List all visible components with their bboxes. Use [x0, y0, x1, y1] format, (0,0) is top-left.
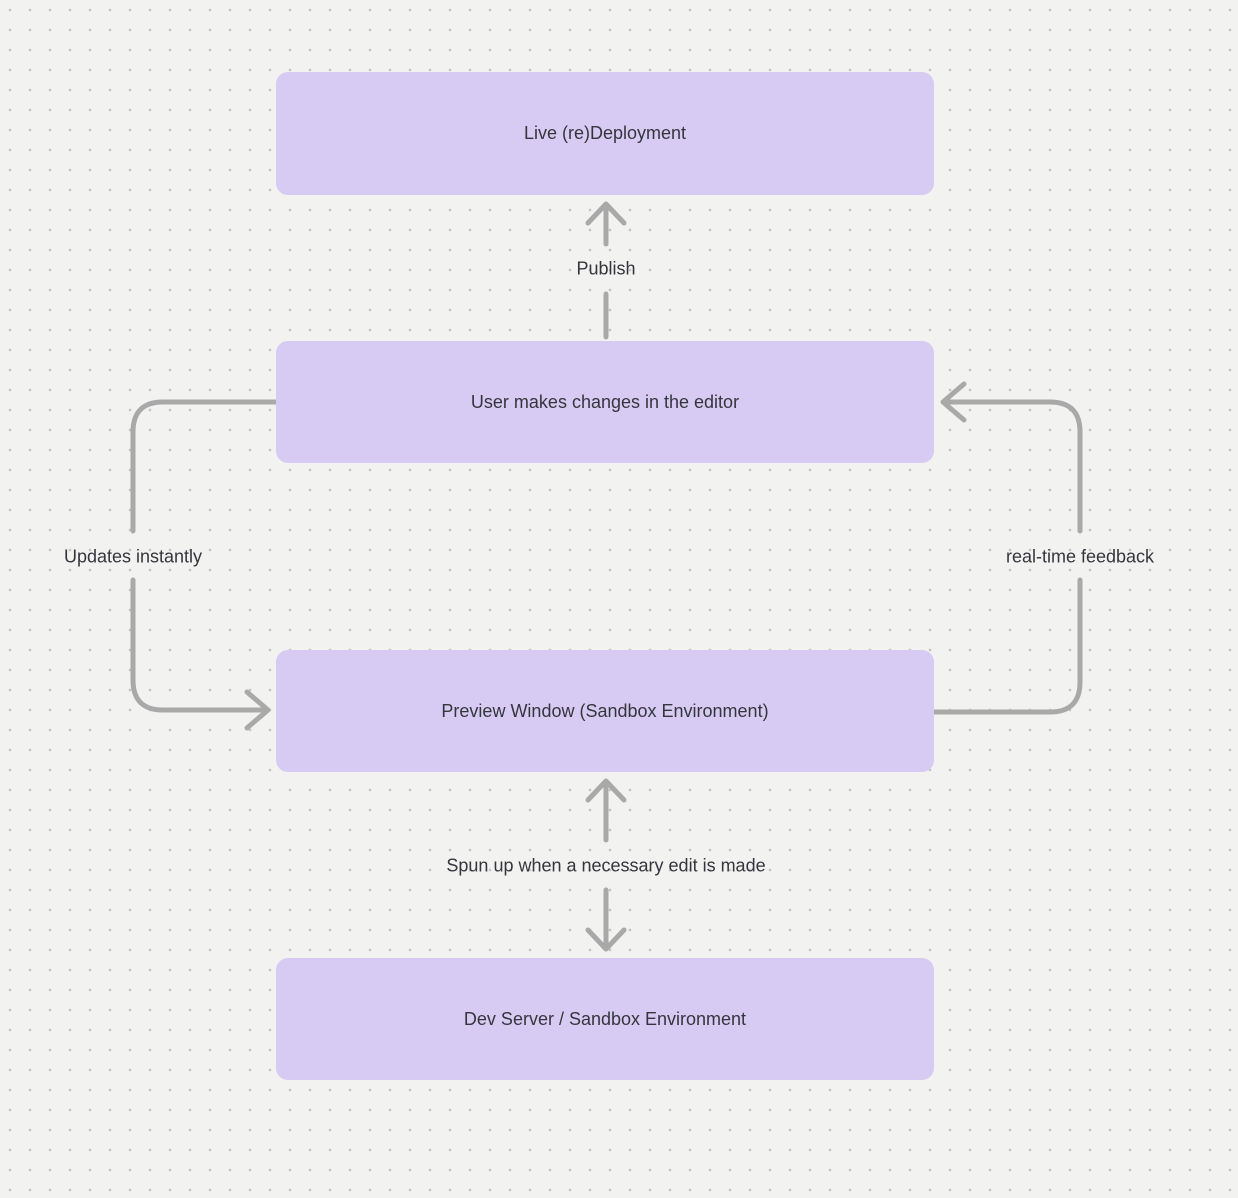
node-live-deployment: Live (re)Deployment — [276, 72, 934, 195]
node-preview-window: Preview Window (Sandbox Environment) — [276, 650, 934, 772]
arrowhead-right-icon — [244, 689, 271, 731]
arrowhead-down-icon — [585, 927, 627, 952]
node-label: User makes changes in the editor — [470, 391, 740, 412]
node-dev-server: Dev Server / Sandbox Environment — [276, 958, 934, 1080]
realtime-feedback-arrow — [931, 381, 1083, 715]
spun-up-arrow — [585, 778, 627, 952]
node-label: Preview Window (Sandbox Environment) — [441, 700, 769, 721]
edge-label-updates-instantly: Updates instantly — [63, 546, 203, 567]
node-editor: User makes changes in the editor — [276, 341, 934, 463]
edge-label-publish: Publish — [576, 258, 636, 279]
arrowhead-up-icon — [585, 778, 627, 803]
node-label: Dev Server / Sandbox Environment — [463, 1008, 747, 1029]
edge-label-realtime-feedback: real-time feedback — [1005, 546, 1155, 567]
arrowhead-up-icon — [585, 201, 627, 226]
edge-label-spun-up: Spun up when a necessary edit is made — [446, 855, 766, 876]
arrowhead-left-icon — [940, 381, 967, 423]
publish-arrow — [585, 201, 627, 340]
node-label: Live (re)Deployment — [523, 123, 687, 143]
updates-instantly-arrow — [130, 399, 279, 731]
